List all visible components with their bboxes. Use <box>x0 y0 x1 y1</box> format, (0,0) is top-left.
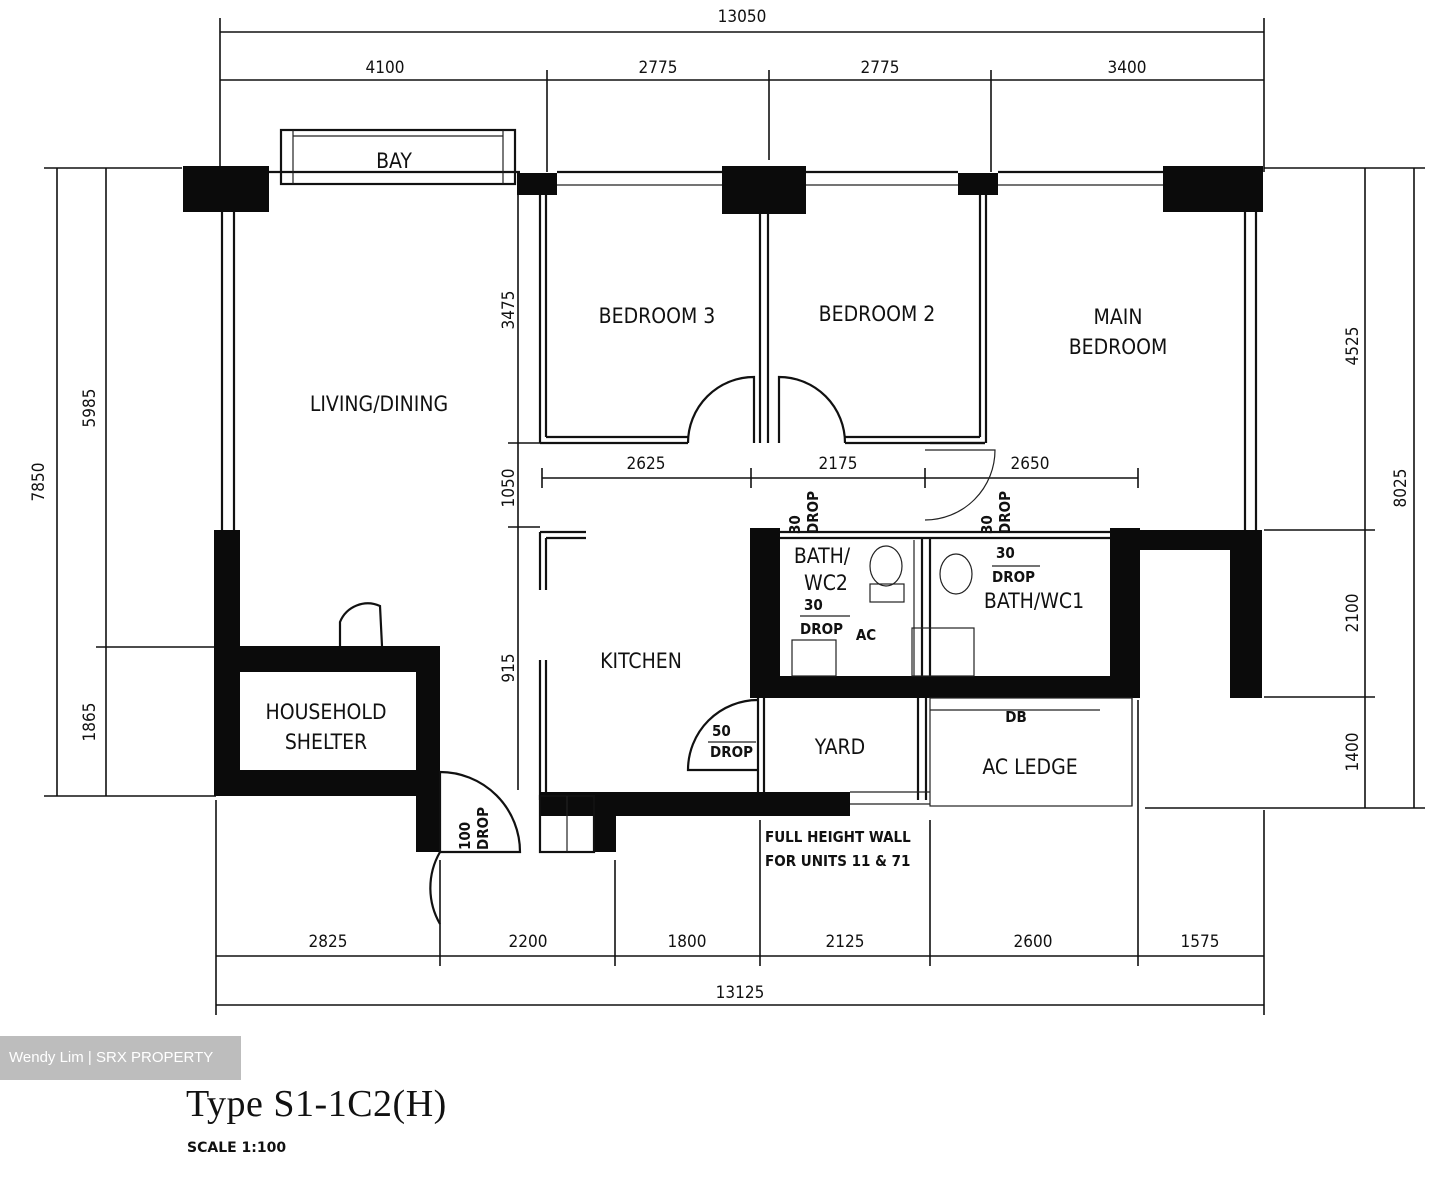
dim-right-1: 4525 <box>1343 327 1363 366</box>
dimension-lines <box>44 18 1425 1015</box>
drop-30-value-a: 30 <box>786 515 804 534</box>
label-bath-wc2-line1: BATH/ <box>794 544 851 568</box>
dim-inner-3: 915 <box>499 653 519 682</box>
label-main-bedroom-line1: MAIN <box>1094 305 1143 329</box>
label-living-dining: LIVING/DINING <box>310 392 448 416</box>
label-bedroom-3: BEDROOM 3 <box>599 304 716 328</box>
dim-bottom-total: 13125 <box>716 983 765 1003</box>
walls <box>183 128 1263 854</box>
dim-mid-3: 2650 <box>1011 454 1050 474</box>
dim-bottom-3: 1800 <box>668 932 707 952</box>
label-full-height-wall-line2: FOR UNITS 11 & 71 <box>765 852 910 870</box>
drop-labels: 30 DROP 30 DROP 30 DROP 30 DROP 50 DROP … <box>456 491 1040 850</box>
dim-inner-1: 3475 <box>499 291 519 330</box>
label-kitchen: KITCHEN <box>600 649 682 673</box>
label-db: DB <box>1005 708 1027 726</box>
label-yard: YARD <box>814 735 866 759</box>
dim-bottom-4: 2125 <box>826 932 865 952</box>
dim-bottom-1: 2825 <box>309 932 348 952</box>
drop-word-f: DROP <box>474 807 492 850</box>
label-ac: AC <box>856 626 876 644</box>
room-labels: BAY BEDROOM 3 BEDROOM 2 MAIN BEDROOM LIV… <box>266 149 1168 870</box>
dim-right-2: 2100 <box>1343 594 1363 633</box>
watermark-badge: Wendy Lim | SRX PROPERTY <box>0 1036 241 1080</box>
label-main-bedroom-line2: BEDROOM <box>1069 335 1168 359</box>
label-full-height-wall-line1: FULL HEIGHT WALL <box>765 828 911 846</box>
label-bedroom-2: BEDROOM 2 <box>819 302 936 326</box>
drop-30-value-b: 30 <box>978 515 996 534</box>
drop-30-value-d: 30 <box>804 596 823 614</box>
drop-50-value: 50 <box>712 722 731 740</box>
drop-word-e: DROP <box>710 743 753 761</box>
dim-top-2: 2775 <box>639 58 678 78</box>
label-bay: BAY <box>376 149 412 173</box>
drop-100-value: 100 <box>456 822 474 850</box>
dim-top-3: 2775 <box>861 58 900 78</box>
dim-right-3: 1400 <box>1343 733 1363 772</box>
label-household-line1: HOUSEHOLD <box>266 700 387 724</box>
plan-title: Type S1-1C2(H) <box>186 1083 447 1125</box>
dim-inner-2: 1050 <box>499 469 519 508</box>
drop-word-b: DROP <box>996 491 1014 534</box>
label-bath-wc2-line2: WC2 <box>804 571 848 595</box>
dim-right-total: 8025 <box>1391 469 1411 508</box>
doors <box>338 375 996 925</box>
drop-word-a: DROP <box>804 491 822 534</box>
dim-top-total: 13050 <box>718 7 767 27</box>
dim-top-1: 4100 <box>366 58 405 78</box>
dim-left-total: 7850 <box>29 463 49 502</box>
dim-mid-2: 2175 <box>819 454 858 474</box>
drop-word-d: DROP <box>800 620 843 638</box>
fixtures <box>791 540 1016 694</box>
dim-left-2: 1865 <box>80 703 100 742</box>
label-household-line2: SHELTER <box>285 730 367 754</box>
dimension-labels: 13050 4100 2775 2775 3400 7850 5985 1865… <box>29 7 1411 1003</box>
dim-left-1: 5985 <box>80 389 100 428</box>
label-ac-ledge: AC LEDGE <box>982 755 1077 779</box>
label-bath-wc1: BATH/WC1 <box>984 589 1084 613</box>
drop-30-value-c: 30 <box>996 544 1015 562</box>
drop-word-c: DROP <box>992 568 1035 586</box>
dim-top-4: 3400 <box>1108 58 1147 78</box>
dim-bottom-2: 2200 <box>509 932 548 952</box>
dim-bottom-5: 2600 <box>1014 932 1053 952</box>
plan-scale: SCALE 1:100 <box>187 1140 287 1156</box>
dim-bottom-6: 1575 <box>1181 932 1220 952</box>
dim-mid-1: 2625 <box>627 454 666 474</box>
